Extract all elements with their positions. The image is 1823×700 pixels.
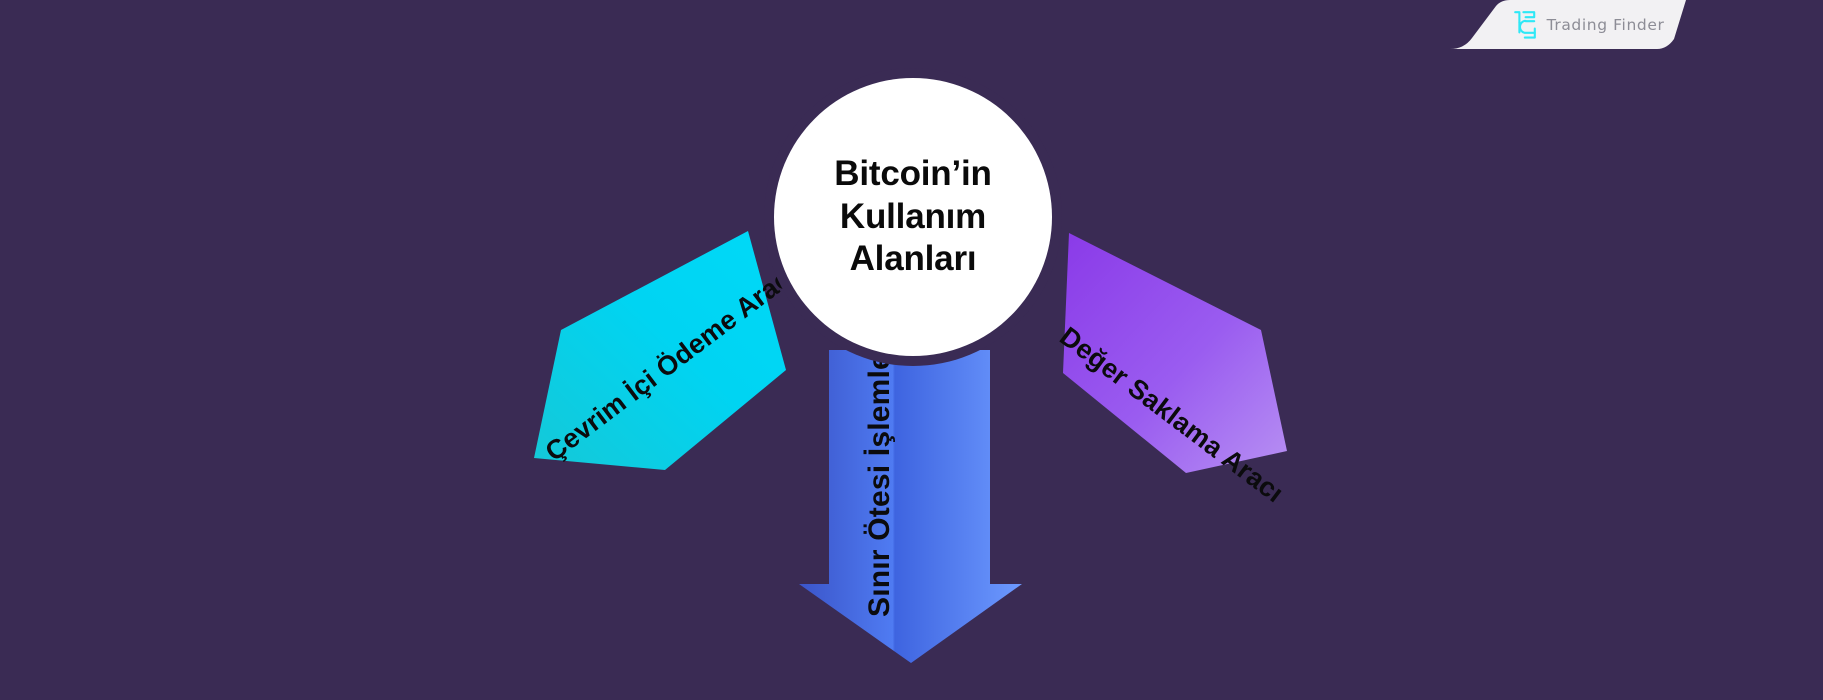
brand-tab-shape xyxy=(1438,0,1720,49)
brand-tab[interactable]: Trading Finder xyxy=(1438,0,1720,49)
arrow-right-store-of-value[interactable] xyxy=(1063,233,1287,473)
trading-finder-monogram-icon xyxy=(1513,10,1536,39)
arrow-left-online-payment[interactable] xyxy=(534,231,786,470)
brand-name: Trading Finder xyxy=(1546,15,1665,34)
arrow-down-cross-border[interactable] xyxy=(799,350,1022,663)
